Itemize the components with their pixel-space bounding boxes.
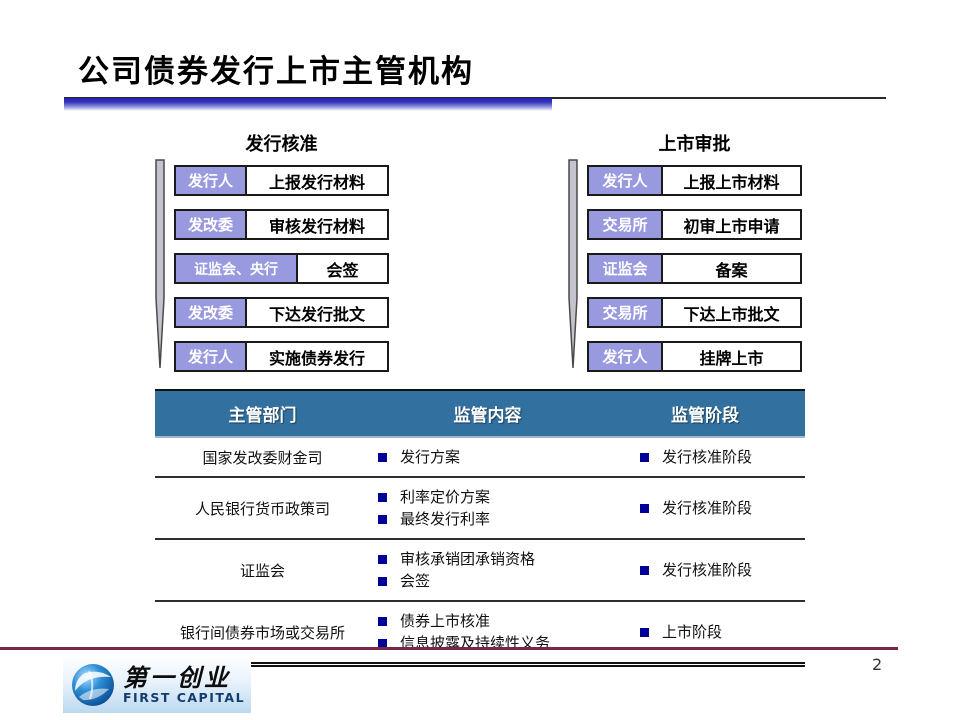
flow-step: 交易所 下达上市批文 — [587, 297, 811, 328]
content-item: 审核承销团承销资格 — [400, 550, 536, 568]
footer-divider-line — [0, 647, 898, 650]
regulators-table: 主管部门 监管内容 监管阶段 国家发改委财金司 发行方案 发行核准阶段 人民银行… — [155, 389, 805, 667]
content-item: 发行方案 — [400, 448, 461, 466]
content-item: 最终发行利率 — [400, 510, 491, 528]
content-cell: 利率定价方案 最终发行利率 — [370, 486, 605, 530]
flow-actor-label: 发行人 — [174, 341, 245, 372]
flow-actor-label: 发行人 — [587, 165, 661, 196]
flow-actor-label: 发改委 — [174, 209, 245, 240]
flow-step: 发行人 上报发行材料 — [174, 165, 398, 196]
content-item: 利率定价方案 — [400, 488, 491, 506]
logo-chinese-name: 第一创业 — [123, 662, 231, 692]
content-cell: 发行方案 — [370, 446, 605, 468]
stage-cell: 发行核准阶段 — [605, 486, 805, 530]
table-row: 人民银行货币政策司 利率定价方案 最终发行利率 发行核准阶段 — [155, 478, 805, 540]
flow-actor-label: 发行人 — [587, 341, 661, 372]
content-item: 债券上市核准 — [400, 612, 491, 630]
flow-actor-label: 交易所 — [587, 209, 661, 240]
stage-item: 发行核准阶段 — [662, 448, 753, 466]
stage-item: 发行核准阶段 — [662, 499, 753, 517]
flow-actor-label: 发改委 — [174, 297, 245, 328]
flow-step: 发改委 下达发行批文 — [174, 297, 398, 328]
logo-english-name: FIRST CAPITAL — [123, 689, 246, 705]
flow-step: 发改委 审核发行材料 — [174, 209, 398, 240]
flow-action-label: 挂牌上市 — [661, 341, 802, 372]
issuance-approval-flow: 发行核准 发行人 上报发行材料 发改委 审核发行材料 证监会、央行 会签 发改委… — [152, 130, 398, 385]
title-gradient-bar — [64, 98, 552, 111]
column-header-department: 主管部门 — [228, 406, 297, 426]
flow-action-label: 下达上市批文 — [661, 297, 802, 328]
content-item: 信息披露及持续性义务 — [400, 634, 551, 652]
table-row: 国家发改委财金司 发行方案 发行核准阶段 — [155, 438, 805, 478]
bullet-square-icon — [640, 452, 649, 462]
flow-step: 发行人 实施债券发行 — [174, 341, 398, 372]
flow-action-label: 审核发行材料 — [245, 209, 389, 240]
bullet-square-icon — [378, 492, 387, 502]
department-cell: 人民银行货币政策司 — [194, 499, 330, 518]
stage-item: 上市阶段 — [662, 623, 723, 641]
flow-actor-label: 交易所 — [587, 297, 661, 328]
flow-action-label: 上报发行材料 — [245, 165, 389, 196]
globe-icon — [72, 663, 114, 706]
flow-action-label: 备案 — [661, 253, 802, 284]
department-cell: 银行间债券市场或交易所 — [179, 623, 345, 642]
bullet-square-icon — [378, 554, 387, 564]
flow-actor-label: 证监会、央行 — [174, 253, 296, 284]
table-row: 证监会 审核承销团承销资格 会签 发行核准阶段 — [155, 540, 805, 602]
flow-action-label: 会签 — [296, 253, 389, 284]
flow-actor-label: 发行人 — [174, 165, 245, 196]
bullet-square-icon — [640, 627, 649, 637]
bullet-square-icon — [378, 452, 387, 462]
bullet-square-icon — [640, 565, 649, 575]
stage-cell: 上市阶段 — [605, 610, 805, 654]
listing-approval-flow: 上市审批 发行人 上报上市材料 交易所 初审上市申请 证监会 备案 交易所 下达… — [565, 130, 811, 385]
flow-actor-label: 证监会 — [587, 253, 661, 284]
content-item: 会签 — [400, 572, 431, 590]
flow-step: 发行人 上报上市材料 — [587, 165, 811, 196]
bullet-square-icon — [378, 514, 387, 524]
table-header-row: 主管部门 监管内容 监管阶段 — [155, 391, 805, 438]
department-cell: 证监会 — [239, 561, 285, 580]
stage-cell: 发行核准阶段 — [605, 548, 805, 592]
flow-action-label: 实施债券发行 — [245, 341, 389, 372]
table-row: 银行间债券市场或交易所 债券上市核准 信息披露及持续性义务 上市阶段 — [155, 602, 805, 667]
bullet-square-icon — [378, 616, 387, 626]
flow-action-label: 初审上市申请 — [661, 209, 802, 240]
flow-title-listing: 上市审批 — [658, 134, 731, 155]
flow-step: 证监会、央行 会签 — [174, 253, 398, 284]
stage-cell: 发行核准阶段 — [605, 446, 805, 468]
flow-title-issuance: 发行核准 — [245, 134, 318, 155]
down-arrow-icon — [568, 159, 578, 369]
page-title: 公司债券发行上市主管机构 — [78, 54, 474, 90]
company-logo: 第一创业 FIRST CAPITAL — [63, 656, 251, 713]
flow-step: 交易所 初审上市申请 — [587, 209, 811, 240]
bullet-square-icon — [378, 638, 387, 648]
bullet-square-icon — [640, 503, 649, 513]
page-number: 2 — [872, 655, 883, 674]
department-cell: 国家发改委财金司 — [202, 448, 323, 467]
flow-action-label: 下达发行批文 — [245, 297, 389, 328]
down-arrow-icon — [155, 159, 165, 369]
flow-step: 发行人 挂牌上市 — [587, 341, 811, 372]
column-header-content: 监管内容 — [453, 406, 522, 426]
column-header-stage: 监管阶段 — [671, 406, 739, 426]
bullet-square-icon — [378, 576, 387, 586]
flow-step: 证监会 备案 — [587, 253, 811, 284]
flow-action-label: 上报上市材料 — [661, 165, 802, 196]
stage-item: 发行核准阶段 — [662, 561, 753, 579]
content-cell: 审核承销团承销资格 会签 — [370, 548, 605, 592]
